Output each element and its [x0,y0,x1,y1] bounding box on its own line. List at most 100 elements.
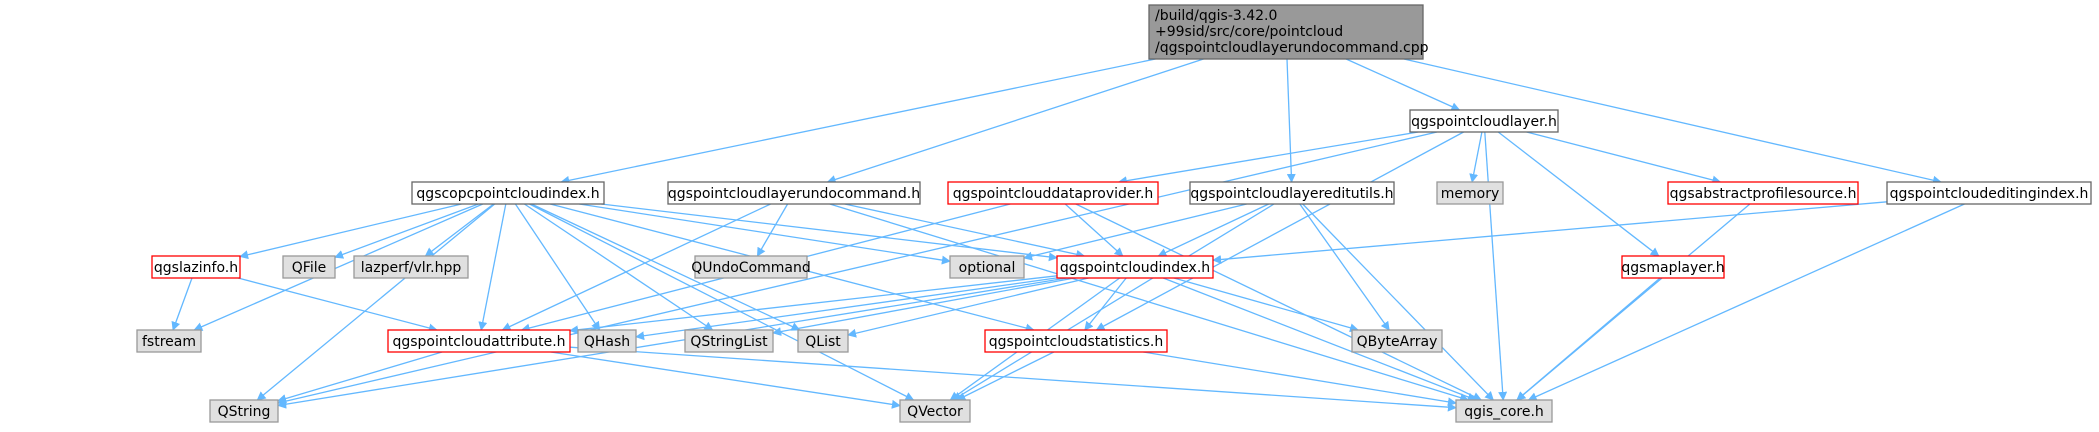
edge-qgspointcloudindex-to-QString [277,277,1068,409]
node-QList: QList [797,329,849,353]
node-label: QVector [907,404,963,420]
node-qgspointcloudlayerundocommand_h[interactable]: qgspointcloudlayerundocommand.h [667,181,921,205]
node-QHash: QHash [577,329,637,353]
node-optional: optional [949,255,1025,279]
edge-qgscopcpointcloudindex-to-QHash [514,203,601,331]
node-box [949,255,1025,279]
edge-qgspointclouddataprovider-to-qgis_core [1075,203,1483,401]
edge-qgspointcloudlayer-to-memory [1469,131,1483,183]
nodes: /build/qgis-3.42.0+99sid/src/core/pointc… [136,4,2092,423]
node-fstream: fstream [136,329,202,353]
edge-qgspointcloudlayereditutils-to-QByteArray [1299,203,1390,331]
node-box [797,329,849,353]
node-label: QUndoCommand [691,260,811,276]
edge-qgspointcloudindex-to-QHash [635,277,1058,341]
edge-qgspointcloudlayer-to-QString [277,131,1438,406]
edge-qgspointcloudlayer-to-qgsabstractprofilesource [1526,131,1722,185]
node-QString: QString [209,399,279,423]
node-label: qgspointcloudeditingindex.h [1890,186,2089,202]
node-qgsmaplayer[interactable]: qgsmaplayer.h [1621,255,1725,279]
edge-qgspointcloudeditingindex-to-qgspointcloudindex [1212,201,1888,264]
edge-qgspointclouddataprovider-to-qgspointcloudindex [1064,203,1124,257]
node-box [1621,255,1725,279]
node-label: QHash [584,334,630,350]
node-qgslazinfo[interactable]: qgslazinfo.h [151,255,241,279]
node-box [1148,4,1424,60]
node-label: /qgspointcloudlayerundocommand.cpp [1155,40,1429,56]
edge-qgspointcloudindex-to-qgspointcloudstatistics [1084,277,1127,331]
node-box [1667,181,1859,205]
edge-qgspointcloudindex-to-QByteArray [1173,277,1359,333]
edge-qgspointcloudlayereditutils-to-qgspointcloudindex [1157,203,1269,257]
edge-qgspointcloudindex-to-QList [847,277,1089,338]
node-box [209,399,279,423]
node-qgspointcloudindex[interactable]: qgspointcloudindex.h [1056,255,1214,279]
node-label: qgspointcloudattribute.h [392,334,565,350]
node-box [282,255,336,279]
node-qgscopcpointcloudindex[interactable]: qgscopcpointcloudindex.h [411,181,605,205]
edge-qgspointcloudlayer-to-qgis_core [1484,131,1508,401]
node-qgspointcloudattribute[interactable]: qgspointcloudattribute.h [387,329,571,353]
edge-qgspointcloudstatistics-to-qgis_core [1143,351,1457,407]
node-label: qgspointcloudlayereditutils.h [1190,186,1393,202]
node-box [411,181,605,205]
edge-qgscopcpointcloudindex-to-lazperf [424,203,494,257]
node-label: QByteArray [1357,334,1438,350]
edge-qgspointcloudlayer-to-qgsmaplayer [1497,131,1660,257]
node-box [684,329,774,353]
node-label: optional [959,260,1016,276]
edge-qgspointcloudlayer-to-qgspointclouddataprovider [1117,131,1419,186]
node-QVector: QVector [899,399,971,423]
node-box [1351,329,1443,353]
node-box [151,255,241,279]
node-QByteArray: QByteArray [1351,329,1443,353]
edge-qgscopcpointcloudindex-to-QList [531,203,801,331]
edge-root-to-qgscopcpointcloudindex [560,58,1156,185]
node-QFile: QFile [282,255,336,279]
node-qgspointcloudlayer[interactable]: qgspointcloudlayer.h [1409,109,1559,133]
node-box [899,399,971,423]
edge-qgscopcpointcloudindex-to-QStringList [524,203,714,331]
node-label: fstream [142,334,196,350]
edge-qgspointcloudlayereditutils-to-qgis_core [1302,203,1494,401]
node-box [667,181,921,205]
edge-qgscopcpointcloudindex-to-QString [256,203,496,401]
node-label: qgsmaplayer.h [1621,260,1724,276]
edge-qgspointcloudindex-to-qgspointcloudattribute [569,275,1058,335]
edges [171,58,1965,412]
node-qgspointcloudstatistics[interactable]: qgspointcloudstatistics.h [984,329,1168,353]
node-qgspointcloudeditingindex[interactable]: qgspointcloudeditingindex.h [1886,181,2092,205]
node-box [387,329,571,353]
node-box [1056,255,1214,279]
node-label: qgspointcloudindex.h [1060,260,1210,276]
edge-qgspointcloudlayerundocommand_h-to-qgspointcloudindex [844,203,1086,259]
node-qgspointclouddataprovider[interactable]: qgspointclouddataprovider.h [947,181,1159,205]
node-label: +99sid/src/core/pointcloud [1155,24,1343,40]
edge-qgspointcloudattribute-to-QVector [550,351,901,409]
node-label: qgspointclouddataprovider.h [953,186,1154,202]
edge-qgspointcloudeditingindex-to-qgis_core [1527,203,1965,401]
node-label: lazperf/vlr.hpp [361,260,462,276]
edge-qgspointcloudlayer-to-qgspointcloudstatistics [1095,131,1464,331]
node-label: memory [1441,186,1500,202]
node-root[interactable]: /build/qgis-3.42.0+99sid/src/core/pointc… [1148,4,1429,60]
edge-qgspointcloudattribute-to-qgis_core [569,346,1457,412]
node-qgspointcloudlayereditutils[interactable]: qgspointcloudlayereditutils.h [1189,181,1395,205]
node-box [947,181,1159,205]
edge-qgspointcloudlayerundocommand_h-to-QUndoCommand [756,203,789,257]
node-box [1189,181,1395,205]
node-box [1886,181,2092,205]
node-label: qgslazinfo.h [154,260,238,276]
node-label: QString [218,404,271,420]
edge-qgscopcpointcloudindex-to-qgspointcloudattribute [478,203,507,331]
node-label: QList [805,334,841,350]
edge-qgspointcloudlayereditutils-to-QVector [952,203,1275,401]
edge-qgspointcloudattribute-to-QString [277,351,443,403]
node-memory: memory [1436,181,1504,205]
node-box [136,329,202,353]
node-label: qgscopcpointcloudindex.h [416,186,599,202]
node-box [694,255,808,279]
edge-qgslazinfo-to-fstream [171,277,193,331]
node-qgsabstractprofilesource[interactable]: qgsabstractprofilesource.h [1667,181,1859,205]
